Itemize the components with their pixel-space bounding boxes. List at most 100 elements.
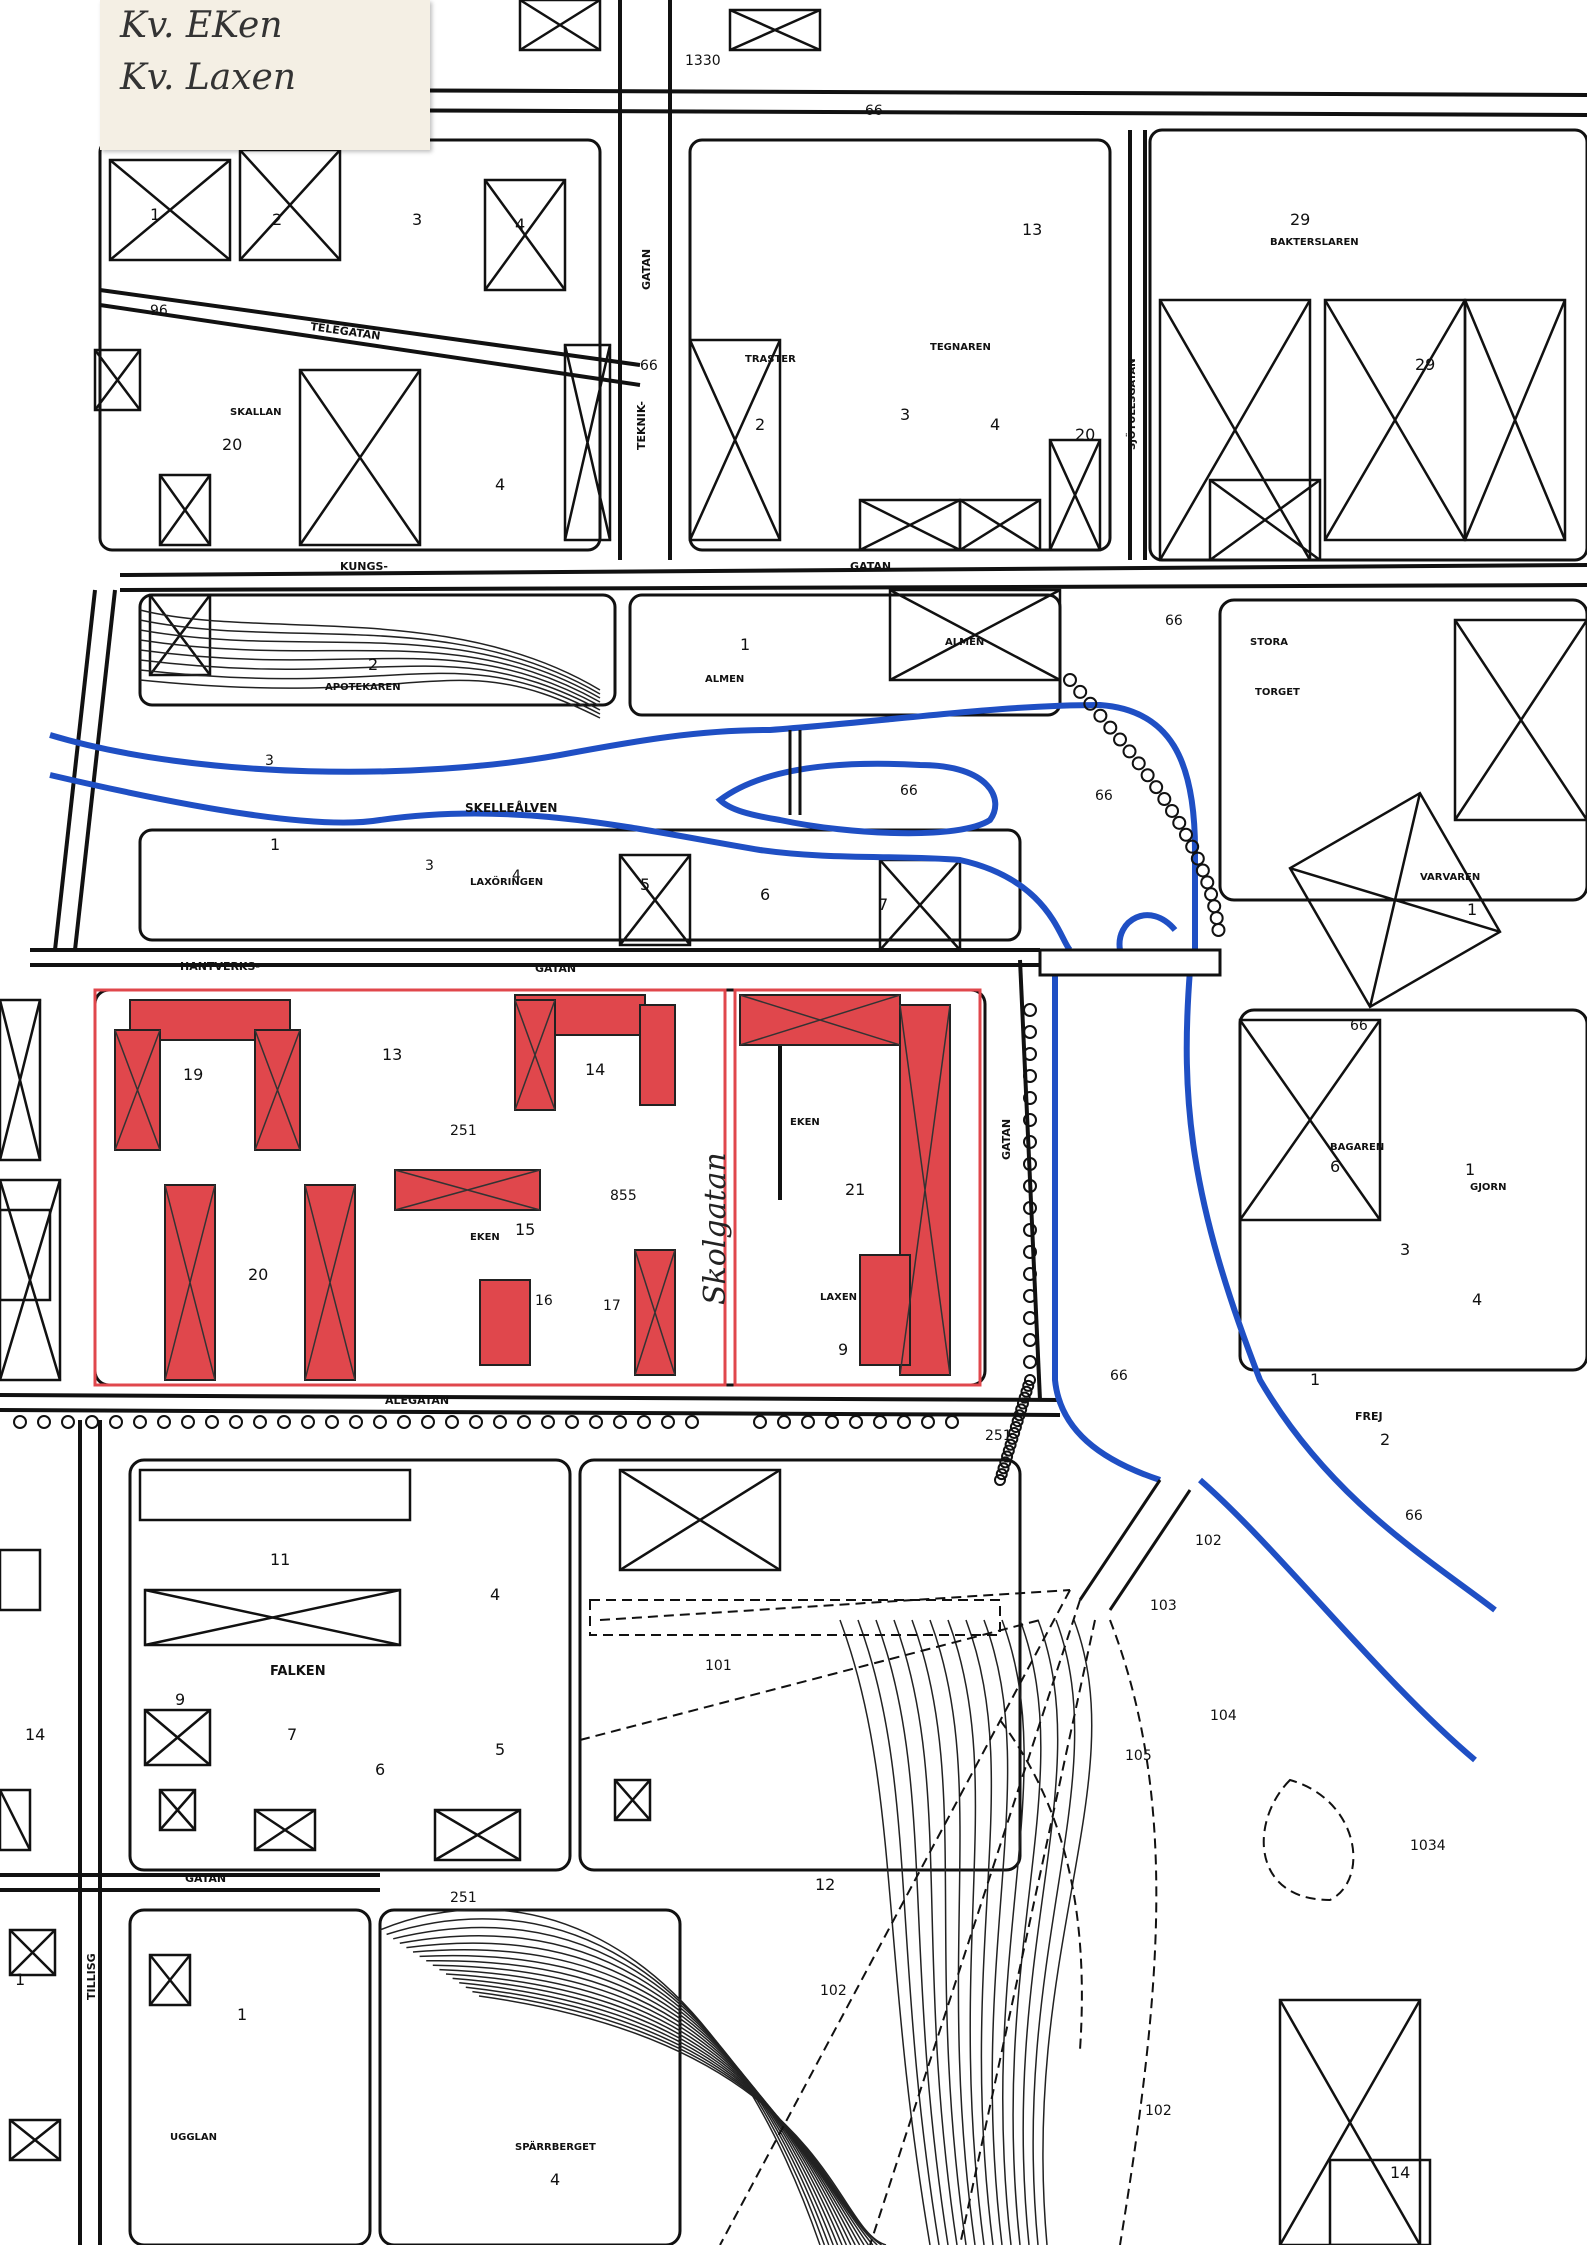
tree-symbol xyxy=(873,1415,887,1429)
parcel-number: 4 xyxy=(1472,1290,1482,1309)
tree-symbol xyxy=(1018,1391,1031,1404)
tree-symbol xyxy=(1122,744,1137,759)
tree-symbol xyxy=(1022,1379,1035,1392)
tree-symbol xyxy=(1211,923,1226,937)
parcel-number: 15 xyxy=(515,1220,535,1239)
dashed-paths xyxy=(579,1589,1355,2245)
tree-symbol xyxy=(1131,756,1146,771)
tree-symbol xyxy=(1023,1025,1037,1039)
tree-symbol xyxy=(1093,708,1108,723)
parcel-number: 14 xyxy=(1390,2163,1410,2182)
parcel-number: 12 xyxy=(815,1875,835,1894)
tree-symbol xyxy=(1200,875,1215,890)
parcel-number: 4 xyxy=(495,475,505,494)
tree-symbol xyxy=(1195,863,1210,878)
tree-symbol xyxy=(1015,1403,1028,1416)
contour-line xyxy=(426,1960,852,2245)
tree-symbol xyxy=(1016,1397,1029,1410)
parcel-number: 1 xyxy=(1467,900,1477,919)
tree-symbol xyxy=(1185,839,1200,854)
tree-symbol xyxy=(1073,684,1088,699)
contour-line xyxy=(983,1619,1009,2245)
tree-symbol xyxy=(685,1415,699,1429)
area-label: ALMEN xyxy=(945,637,984,648)
tree-symbol xyxy=(469,1415,483,1429)
area-label: APOTEKAREN xyxy=(325,682,401,693)
area-label: GJORN xyxy=(1470,1182,1507,1193)
contour-line xyxy=(445,1973,865,2245)
parcel-number: 16 xyxy=(535,1293,553,1309)
tree-symbol xyxy=(373,1415,387,1429)
contour-line xyxy=(947,1619,985,2245)
contour-line xyxy=(1042,1619,1093,2245)
contour-line xyxy=(459,1982,874,2245)
tree-symbol xyxy=(1178,827,1193,842)
tree-symbol xyxy=(1113,732,1128,747)
parcel-number: 9 xyxy=(838,1340,848,1359)
parcel-number: 1034 xyxy=(1410,1838,1446,1854)
area-label: TRASTER xyxy=(745,354,796,365)
street-label: KUNGS- xyxy=(340,560,388,573)
parcel-number: 1330 xyxy=(685,53,721,69)
contour-line xyxy=(386,1918,826,2245)
tree-symbol xyxy=(613,1415,627,1429)
parcel-number: 1 xyxy=(1310,1370,1320,1389)
contour-line xyxy=(399,1934,834,2245)
parcel-numbers: 66 66 66 66 66 66 66 66 251 251 251 855 … xyxy=(15,53,1482,2189)
tree-symbol xyxy=(1023,1289,1037,1303)
tree-symbol xyxy=(13,1415,27,1429)
parcel-number: 11 xyxy=(270,1550,290,1569)
tree-symbol xyxy=(1023,1047,1037,1061)
parcel-number: 66 xyxy=(1350,1018,1368,1034)
parcel-number: 3 xyxy=(412,210,422,229)
parcel-number: 7 xyxy=(878,895,888,914)
tree-symbol xyxy=(517,1415,531,1429)
tree-symbol xyxy=(61,1415,75,1429)
tree-symbol xyxy=(1103,720,1118,735)
parcel-number: 5 xyxy=(640,875,650,894)
parcel-number: 2 xyxy=(1380,1430,1390,1449)
contour-line xyxy=(393,1926,830,2245)
tree-symbol xyxy=(493,1415,507,1429)
tree-symbol xyxy=(1204,887,1219,902)
tree-symbol xyxy=(37,1415,51,1429)
tree-symbol xyxy=(205,1415,219,1429)
tree-symbol xyxy=(994,1474,1006,1486)
contour-line xyxy=(452,1977,870,2245)
tree-symbol xyxy=(85,1415,99,1429)
parcel-number: 6 xyxy=(1330,1157,1340,1176)
parcel-number: 2 xyxy=(272,210,282,229)
tree-symbol xyxy=(1009,1421,1022,1434)
area-label: BAKTERSLAREN xyxy=(1270,237,1359,248)
tree-symbol xyxy=(1140,768,1155,783)
area-label: SKALLAN xyxy=(230,407,282,418)
parcel-number: 102 xyxy=(1145,2103,1172,2119)
parcel-number: 66 xyxy=(900,783,918,799)
tree-symbol xyxy=(1023,1179,1037,1193)
parcel-number: 1 xyxy=(270,835,280,854)
tree-symbol xyxy=(921,1415,935,1429)
sticky-note: Kv. EKen Kv. Laxen xyxy=(100,0,430,150)
parcel-number: 1 xyxy=(1465,1160,1475,1179)
contour-line xyxy=(379,1908,821,2245)
tree-symbol xyxy=(1008,1426,1021,1439)
area-label: SKELLEÅLVEN xyxy=(465,800,557,815)
tree-symbol xyxy=(995,1468,1008,1481)
parcel-number: 6 xyxy=(760,885,770,904)
parcel-number: 5 xyxy=(495,1740,505,1759)
parcel-number: 13 xyxy=(1022,220,1042,239)
parcel-number: 104 xyxy=(1210,1708,1237,1724)
tree-symbol xyxy=(1207,899,1222,914)
contour-line xyxy=(432,1964,856,2245)
area-label: EKEN xyxy=(790,1117,820,1128)
parcel-number: 14 xyxy=(585,1060,605,1079)
tree-symbol xyxy=(1023,1157,1037,1171)
contour-line xyxy=(839,1619,931,2245)
tree-symbol xyxy=(997,1462,1010,1475)
tree-symbol xyxy=(253,1415,267,1429)
tree-symbol xyxy=(229,1415,243,1429)
